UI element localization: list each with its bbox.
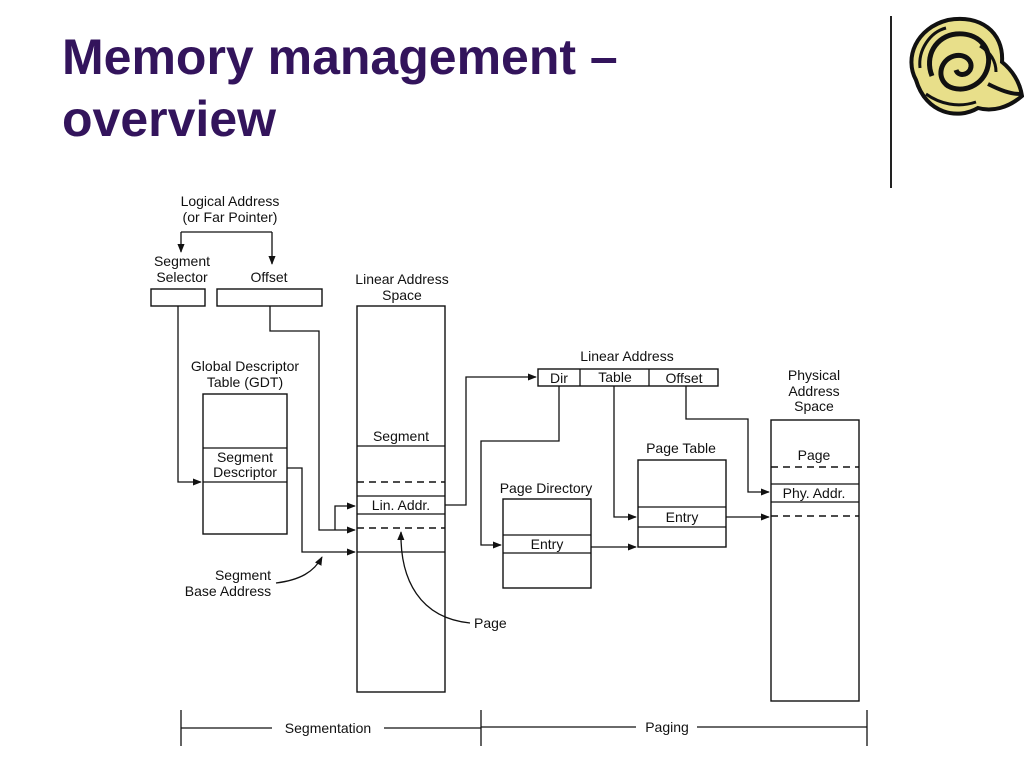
phy-addr-label: Phy. Addr. (783, 485, 846, 501)
slide-title-line1: Memory management – (62, 29, 618, 85)
logical-address-label: Logical Address (181, 193, 280, 209)
paging-label: Paging (645, 719, 689, 735)
vertical-divider (890, 16, 892, 188)
selector-to-gdt-arrow (177, 306, 202, 486)
linear-address-space-label: Linear Address (355, 271, 448, 287)
bottom-ruler-line (181, 726, 867, 729)
physical-space-solid-lines (771, 483, 859, 503)
offset-label: Offset (250, 269, 287, 285)
linear-space-dashed-lines (357, 481, 445, 529)
segment-selector-label-2: Selector (156, 269, 208, 285)
linear-space-segment-lines (357, 445, 445, 553)
segment-selector-label: Segment (154, 253, 210, 269)
page-callout-label: Page (474, 615, 507, 631)
slide-title: Memory management – overview (62, 26, 618, 150)
offset-to-phy-addr-arrow (685, 386, 770, 496)
physical-address-space-label: Physical (788, 367, 840, 383)
offset-to-linaddr-arrow (269, 306, 356, 534)
gdt-label-2: Table (GDT) (207, 374, 283, 390)
descriptor-to-base-arrow (287, 467, 356, 556)
gdt-box (202, 393, 288, 535)
page-callout-arrow (397, 531, 471, 624)
page-table-entry-label: Entry (666, 509, 699, 525)
segment-selector-box (150, 288, 206, 307)
offset-box (216, 288, 323, 307)
segment-base-address-label: Segment (215, 567, 271, 583)
gdt-descriptor-borders (203, 447, 287, 483)
segment-base-callout-arrow (275, 556, 323, 584)
slide-title-line2: overview (62, 91, 277, 147)
segmentation-label: Segmentation (285, 720, 371, 736)
dir-to-page-directory-arrow (480, 386, 560, 549)
segment-descriptor-label-2: Descriptor (213, 464, 277, 480)
table-to-page-table-arrow (613, 386, 637, 521)
linear-address-space-box (356, 305, 446, 693)
lin-addr-label: Lin. Addr. (372, 497, 430, 513)
rolled-scroll-icon (909, 16, 1024, 116)
la-offset-field: Offset (665, 370, 702, 386)
linaddr-to-linear-address-arrow (445, 373, 537, 506)
dir-field: Dir (550, 370, 568, 386)
table-field: Table (598, 369, 632, 385)
linear-address-box (537, 368, 719, 387)
page-table-box (637, 459, 727, 548)
linear-address-field-dividers (579, 369, 650, 386)
physical-address-space-label-2: Address (788, 383, 839, 399)
physical-space-dashed-lines (771, 466, 859, 517)
linear-address-space-label-2: Space (382, 287, 422, 303)
gdt-label: Global Descriptor (191, 358, 299, 374)
physical-address-space-label-3: Space (794, 398, 834, 414)
page-directory-entry-lines (503, 534, 591, 554)
far-pointer-label: (or Far Pointer) (183, 209, 278, 225)
segment-descriptor-label: Segment (217, 449, 273, 465)
linaddr-bracket (334, 502, 356, 530)
page-table-entry-lines (638, 506, 726, 528)
physical-page-label: Page (798, 447, 831, 463)
segment-base-address-label-2: Base Address (185, 583, 271, 599)
page-directory-entry-label: Entry (531, 536, 564, 552)
page-directory-label: Page Directory (500, 480, 593, 496)
linear-address-label: Linear Address (580, 348, 673, 364)
page-table-label: Page Table (646, 440, 716, 456)
segment-label: Segment (373, 428, 429, 444)
page-directory-box (502, 498, 592, 589)
